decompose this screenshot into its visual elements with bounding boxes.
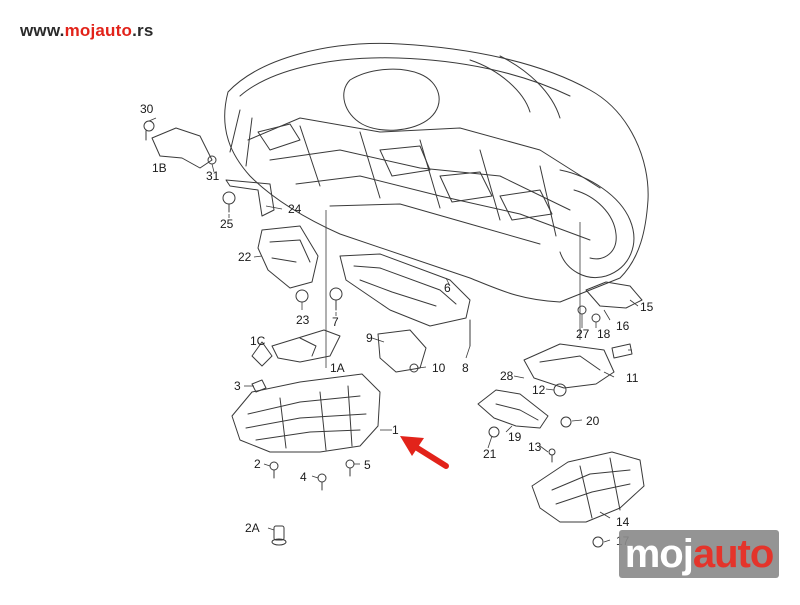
- callout-11: 11: [626, 371, 639, 385]
- callout-19: 19: [508, 430, 522, 444]
- callout-15: 15: [640, 300, 654, 314]
- callout-7: 7: [332, 315, 339, 329]
- callout-1: 1: [392, 423, 399, 437]
- callout-31: 31: [206, 169, 220, 183]
- callout-5: 5: [364, 458, 371, 472]
- callout-1b: 1B: [152, 161, 167, 175]
- rear-guard-part-13: [531, 451, 645, 523]
- callout-12: 12: [532, 383, 546, 397]
- callout-27: 27: [576, 327, 590, 341]
- callout-16: 16: [616, 319, 630, 333]
- callout-28: 28: [500, 369, 514, 383]
- callout-25: 25: [220, 217, 234, 231]
- callout-23: 23: [296, 313, 310, 327]
- callout-2a: 2A: [245, 521, 260, 535]
- callout-1a: 1A: [330, 361, 345, 375]
- callout-6: 6: [444, 281, 451, 295]
- logo-part-a: moj: [624, 531, 694, 576]
- site-url-brand: mojauto: [64, 21, 133, 40]
- callout-2: 2: [254, 457, 261, 471]
- logo-part-b: auto: [692, 531, 774, 576]
- site-url-suffix: .rs: [132, 21, 154, 40]
- callout-13: 13: [528, 440, 542, 454]
- pointer-arrow: [400, 436, 449, 469]
- callout-9: 9: [366, 331, 373, 345]
- callout-18: 18: [597, 327, 611, 341]
- car-underbody: [224, 42, 649, 303]
- callout-21: 21: [483, 447, 497, 461]
- callout-20: 20: [586, 414, 600, 428]
- callout-24: 24: [288, 202, 302, 216]
- callout-3: 3: [234, 379, 241, 393]
- callout-30: 30: [140, 102, 154, 116]
- callout-14: 14: [616, 515, 630, 529]
- callout-4: 4: [300, 470, 307, 484]
- engine-guard-part-1: [231, 373, 381, 453]
- site-url-prefix: www.: [20, 21, 65, 40]
- leader-lines: [148, 117, 639, 543]
- callout-8: 8: [462, 361, 469, 375]
- site-url: www.mojauto.rs: [20, 21, 153, 41]
- callout-22: 22: [238, 250, 252, 264]
- callout-10: 10: [432, 361, 446, 375]
- callout-1c: 1C: [250, 334, 266, 348]
